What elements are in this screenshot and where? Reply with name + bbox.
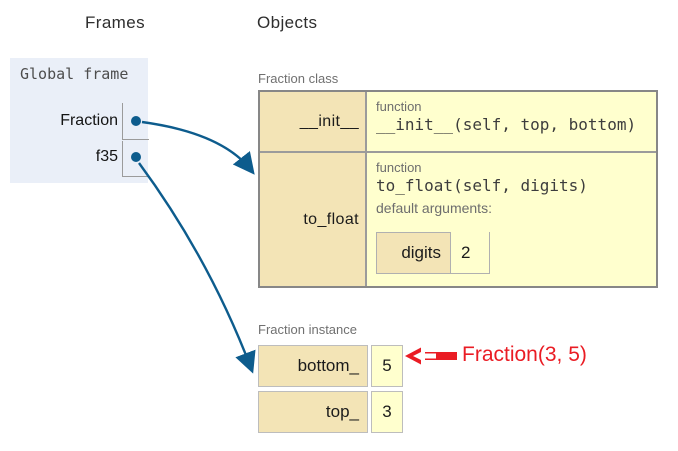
pointer-arrow-f35-to-instance <box>138 162 256 374</box>
table-row: bottom_ 5 <box>258 345 403 387</box>
field-name-bottom: bottom_ <box>258 345 368 387</box>
frame-title: Global frame <box>20 65 129 83</box>
global-frame-box: Global frame Fraction f35 <box>10 58 149 183</box>
function-signature: to_float(self, digits) <box>376 176 588 195</box>
attr-value-init: function __init__(self, top, bottom) <box>367 92 656 151</box>
class-object-label: Fraction class <box>258 71 339 86</box>
variable-name-fraction: Fraction <box>60 112 118 129</box>
default-arguments-label: default arguments: <box>376 200 492 216</box>
field-value-bottom: 5 <box>371 345 403 387</box>
function-type-label: function <box>376 99 422 114</box>
red-annotation-arrow-inner <box>413 350 436 362</box>
default-arg-name: digits <box>376 232 451 274</box>
pointer-arrow-fraction-to-class <box>141 120 255 175</box>
variable-value-slot-fraction <box>122 103 149 140</box>
table-row: top_ 3 <box>258 391 403 433</box>
variable-name-f35: f35 <box>95 148 118 165</box>
instance-field-table: bottom_ 5 top_ 3 <box>258 345 403 437</box>
attr-key-init: __init__ <box>260 92 367 151</box>
default-arguments-table: digits 2 <box>376 232 650 274</box>
variable-value-slot-f35 <box>122 141 149 177</box>
table-row: to_float function to_float(self, digits)… <box>260 153 656 286</box>
attr-value-to-float: function to_float(self, digits) default … <box>367 153 656 286</box>
function-signature: __init__(self, top, bottom) <box>376 115 637 134</box>
field-name-top: top_ <box>258 391 368 433</box>
function-type-label: function <box>376 160 422 175</box>
objects-column-header: Objects <box>257 13 318 32</box>
class-attribute-table: __init__ function __init__(self, top, bo… <box>258 90 658 288</box>
instance-object-label: Fraction instance <box>258 322 357 337</box>
default-arg-value: 2 <box>451 232 490 274</box>
frames-column-header: Frames <box>84 13 146 32</box>
red-annotation-arrow-icon <box>405 347 457 365</box>
table-row: __init__ function __init__(self, top, bo… <box>260 92 656 153</box>
attr-key-to-float: to_float <box>260 153 367 286</box>
constructor-call-annotation: Fraction(3, 5) <box>462 343 587 366</box>
field-value-top: 3 <box>371 391 403 433</box>
